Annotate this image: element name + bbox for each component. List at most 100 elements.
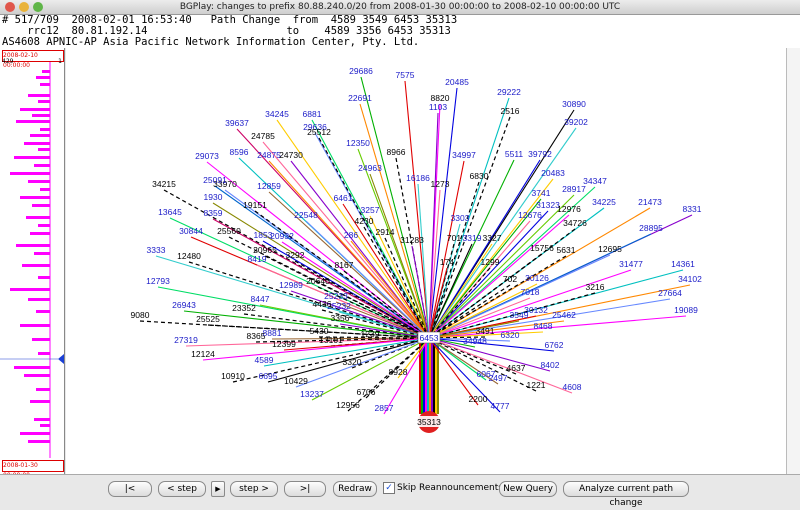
as-node-label[interactable]: 34102 (678, 274, 702, 284)
as-node-label[interactable]: 6695 (259, 371, 278, 381)
as-node-label[interactable]: 10429 (284, 376, 308, 386)
as-node-label[interactable]: 1221 (527, 380, 546, 390)
as-node-label[interactable]: 21473 (638, 197, 662, 207)
as-node-label[interactable]: 12976 (557, 204, 581, 214)
as-node-label[interactable]: 39792 (528, 149, 552, 159)
as-node-label[interactable]: 33970 (213, 179, 237, 189)
as-node-label[interactable]: 8447 (251, 294, 270, 304)
skip-reannouncements-checkbox[interactable]: ✓ (383, 482, 395, 494)
as-node-label[interactable]: 6881 (303, 109, 322, 119)
as-node-label[interactable]: 34225 (592, 197, 616, 207)
as-node-label[interactable]: 30844 (179, 226, 203, 236)
as-node-label[interactable]: 13237 (300, 389, 324, 399)
as-node-label[interactable]: 12480 (177, 251, 201, 261)
as-node-label[interactable]: 4230 (355, 216, 374, 226)
as-node-label[interactable]: 8820 (431, 93, 450, 103)
as-node-label[interactable]: 4608 (563, 382, 582, 392)
as-node-label[interactable]: 4589 (255, 355, 274, 365)
as-node-label[interactable]: 12676 (518, 210, 542, 220)
as-node-label[interactable]: 8331 (683, 204, 702, 214)
as-node-label[interactable]: 12859 (257, 181, 281, 191)
as-node-label[interactable]: 22548 (294, 210, 318, 220)
as-node-label[interactable]: 5631 (557, 245, 576, 255)
new-query-button[interactable]: New Query (499, 481, 557, 497)
analyze-path-change-button[interactable]: Analyze current path change (563, 481, 689, 508)
timeline-activity-plot[interactable] (0, 48, 64, 474)
as-node-label[interactable]: 31477 (619, 259, 643, 269)
as-node-label[interactable]: 20932 (270, 231, 294, 241)
play-button[interactable]: ▶ (211, 481, 225, 497)
as-node-label[interactable]: 8365 (247, 331, 266, 341)
center-as-node[interactable]: 6453 (420, 333, 439, 343)
as-node-label[interactable]: 2497 (489, 373, 508, 383)
as-node-label[interactable]: 29073 (195, 151, 219, 161)
as-node-label[interactable]: 174 (440, 257, 454, 267)
as-node-label[interactable]: 1930 (204, 192, 223, 202)
as-node-label[interactable]: 6830 (470, 171, 489, 181)
as-node-label[interactable]: 25233 (324, 291, 348, 301)
as-node-label[interactable]: 2200 (469, 394, 488, 404)
as-node-label[interactable]: 6706 (357, 387, 376, 397)
as-node-label[interactable]: 3257 (361, 205, 380, 215)
as-node-label[interactable]: 3292 (286, 250, 305, 260)
as-node-label[interactable]: 34997 (452, 150, 476, 160)
as-node-label[interactable]: 12350 (346, 138, 370, 148)
as-node-label[interactable]: 702 (503, 274, 517, 284)
as-node-label[interactable]: 29222 (497, 87, 521, 97)
as-node-label[interactable]: 9080 (131, 310, 150, 320)
as-node-label[interactable]: 34948 (463, 336, 487, 346)
as-node-label[interactable]: 20485 (445, 77, 469, 87)
as-node-label[interactable]: 8359 (204, 208, 223, 218)
as-node-label[interactable]: 6762 (545, 340, 564, 350)
as-node-label[interactable]: 6067 (477, 369, 496, 379)
as-node-label[interactable]: 25091 (203, 175, 227, 185)
as-node-label[interactable]: 14361 (671, 259, 695, 269)
as-node-label[interactable]: 13645 (158, 207, 182, 217)
as-node-label[interactable]: 7018 (521, 287, 540, 297)
close-window-button[interactable] (5, 2, 15, 12)
as-node-label[interactable]: 24963 (358, 163, 382, 173)
as-node-label[interactable]: 8928 (389, 367, 408, 377)
last-event-button[interactable]: >| (284, 481, 326, 497)
as-node-label[interactable]: 3491 (476, 326, 495, 336)
as-node-label[interactable]: 25232 (327, 301, 351, 311)
as-node-label[interactable]: 6320 (501, 330, 520, 340)
as-node-label[interactable]: 12793 (146, 276, 170, 286)
as-node-label[interactable]: 1103 (429, 102, 448, 112)
as-node-label[interactable]: 25512 (307, 127, 331, 137)
as-node-label[interactable]: 8881 (263, 328, 282, 338)
as-node-label[interactable]: 7575 (396, 70, 415, 80)
as-node-label[interactable]: 8419 (248, 254, 267, 264)
as-node-label[interactable]: 6461 (334, 193, 353, 203)
as-node-label[interactable]: 3216 (586, 282, 605, 292)
first-event-button[interactable]: |< (108, 481, 152, 497)
as-node-label[interactable]: 30890 (562, 99, 586, 109)
as-node-label[interactable]: 5511 (505, 149, 524, 159)
as-node-label[interactable]: 1853 (254, 230, 273, 240)
vertical-scrollbar[interactable] (786, 48, 800, 474)
as-node-label[interactable]: 19151 (243, 200, 267, 210)
as-node-label[interactable]: 12989 (279, 280, 303, 290)
redraw-button[interactable]: Redraw (333, 481, 377, 497)
as-node-label[interactable]: 19089 (674, 305, 698, 315)
as-node-label[interactable]: 5430 (310, 326, 329, 336)
as-node-label[interactable]: 28895 (639, 223, 663, 233)
as-node-label[interactable]: 8596 (230, 147, 249, 157)
as-node-label[interactable]: 4436 (313, 299, 332, 309)
as-node-label[interactable]: 8167 (335, 260, 354, 270)
as-node-label[interactable]: 12124 (191, 349, 215, 359)
as-node-label[interactable]: 24875 (257, 150, 281, 160)
as-node-label[interactable]: 3356 (331, 313, 350, 323)
as-node-label[interactable]: 29686 (349, 66, 373, 76)
as-node-label[interactable]: 1299 (481, 257, 500, 267)
as-node-label[interactable]: 28917 (562, 184, 586, 194)
as-node-label[interactable]: 3741 (532, 188, 551, 198)
as-node-label[interactable]: 3320 (343, 357, 362, 367)
as-node-label[interactable]: 2516 (501, 106, 520, 116)
timeline-panel[interactable]: 2008-02-10 00:00:00 429 1 2008-01-30 00:… (0, 48, 65, 479)
as-node-label[interactable]: 27319 (174, 335, 198, 345)
as-node-label[interactable]: 31283 (400, 235, 424, 245)
as-node-label[interactable]: 20640 (306, 276, 330, 286)
